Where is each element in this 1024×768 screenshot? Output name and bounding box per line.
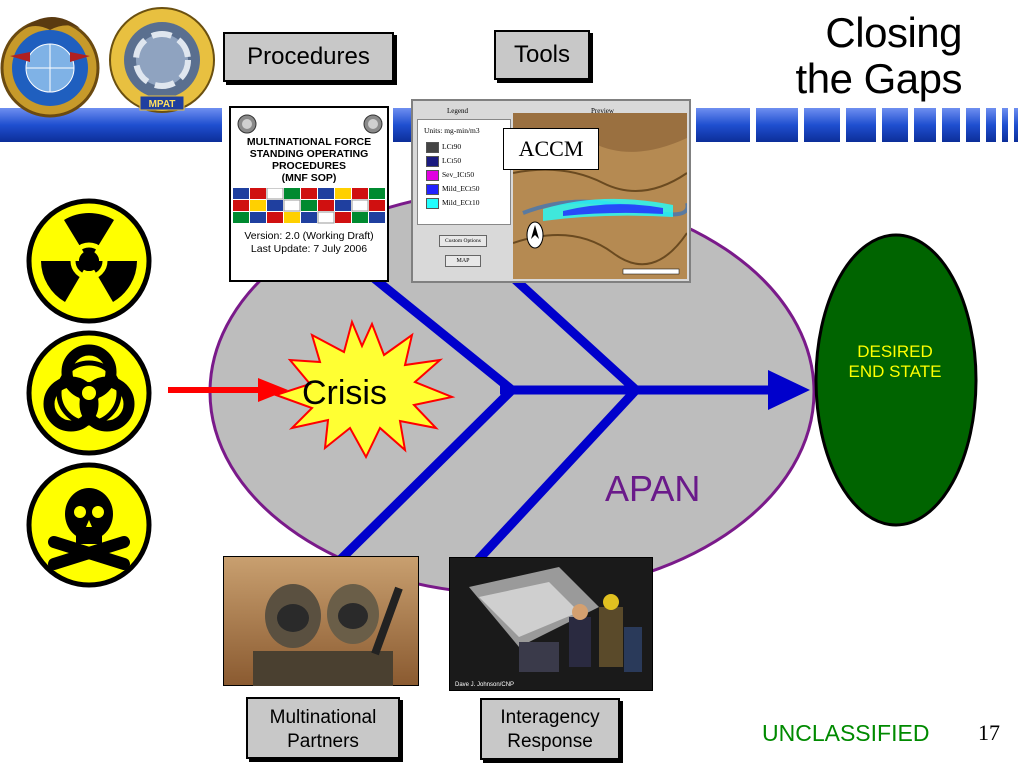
multinational-partners-box: Multinational Partners <box>246 697 400 759</box>
sop-version: Version: 2.0 (Working Draft) <box>244 230 374 242</box>
tools-box: Tools <box>494 30 590 80</box>
legend-swatch-2 <box>426 156 439 167</box>
accm-software-window: Legend Preview Units: mg-min/m3 LCt90 LC… <box>411 99 691 283</box>
interagency-response-box: Interagency Response <box>480 698 620 760</box>
legend-swatch-5 <box>426 198 439 209</box>
title-line-1: Closing <box>825 9 962 56</box>
interagency-response-label: Interagency Response <box>500 707 600 752</box>
classification-label: UNCLASSIFIED <box>762 720 930 746</box>
sop-title-line-4: (MNF SOP) <box>281 172 337 184</box>
multinational-soldiers-photo <box>223 556 419 686</box>
mnf-sop-document: MULTINATIONAL FORCE STANDING OPERATING P… <box>229 106 389 282</box>
sop-title-line-2: STANDING OPERATING <box>249 148 369 160</box>
slide-title: Closing the Gaps <box>795 9 963 102</box>
legend-swatch-1 <box>426 142 439 153</box>
desired-end-state-ellipse <box>814 233 978 527</box>
sop-title-line-3: PROCEDURES <box>271 160 347 172</box>
bone-multinational <box>336 386 516 564</box>
legend-units: Units: mg-min/m3 <box>424 126 480 135</box>
desired-line-1: DESIRED <box>857 342 933 361</box>
uspacom-seal-logo <box>0 16 100 118</box>
radiation-hazard-icon <box>26 198 152 324</box>
multinational-partners-label: Multinational Partners <box>269 707 377 752</box>
desired-end-state-label: DESIRED END STATE <box>820 342 970 382</box>
svg-text:MPAT: MPAT <box>149 99 176 110</box>
legend-swatch-4 <box>426 184 439 195</box>
legend-item-2: LCt50 <box>426 156 461 167</box>
accm-label: ACCM <box>503 128 599 170</box>
mpat-logo: MPAT <box>109 7 215 113</box>
legend-item-3: Sev_ICt50 <box>426 170 474 181</box>
legend-swatch-3 <box>426 170 439 181</box>
apan-label: APAN <box>605 468 701 509</box>
red-input-arrowhead <box>258 378 288 402</box>
legend-item-4: Mild_ECt50 <box>426 184 480 195</box>
title-line-2: the Gaps <box>795 55 963 102</box>
bone-interagency <box>474 386 640 564</box>
sop-title: MULTINATIONAL FORCE STANDING OPERATING P… <box>235 136 383 184</box>
seal-right-icon <box>363 114 383 134</box>
poison-skull-icon <box>26 462 152 588</box>
legend-item-5: Mild_ECt10 <box>426 198 480 209</box>
sop-last-update: Last Update: 7 July 2006 <box>250 243 368 255</box>
procedures-box: Procedures <box>223 32 394 82</box>
preview-header: Preview <box>591 107 614 115</box>
crisis-starburst <box>272 318 456 460</box>
spine-arrowhead <box>768 370 810 410</box>
sop-title-line-1: MULTINATIONAL FORCE <box>246 136 372 148</box>
map-button[interactable]: MAP <box>445 255 481 267</box>
flags-collage <box>233 188 385 224</box>
page-number: 17 <box>978 720 1000 745</box>
legend-panel: Units: mg-min/m3 LCt90 LCt50 Sev_ICt50 M… <box>417 119 511 225</box>
sop-version-block: Version: 2.0 (Working Draft) Last Update… <box>235 230 383 256</box>
tools-label: Tools <box>513 41 571 68</box>
header-band <box>0 108 1018 142</box>
crisis-label: Crisis <box>302 374 387 412</box>
biohazard-icon <box>26 330 152 456</box>
custom-options-button[interactable]: Custom Options <box>439 235 487 247</box>
legend-header: Legend <box>447 107 468 115</box>
legend-item-1: LCt90 <box>426 142 461 153</box>
photo-credit: Dave J. Johnson/CNP <box>455 682 514 688</box>
procedures-label: Procedures <box>247 43 370 70</box>
bone-procedures <box>367 271 515 394</box>
bone-tools <box>506 271 640 394</box>
interagency-response-photo: Dave J. Johnson/CNP <box>449 557 653 691</box>
seal-left-icon <box>237 114 257 134</box>
desired-line-2: END STATE <box>848 362 942 381</box>
